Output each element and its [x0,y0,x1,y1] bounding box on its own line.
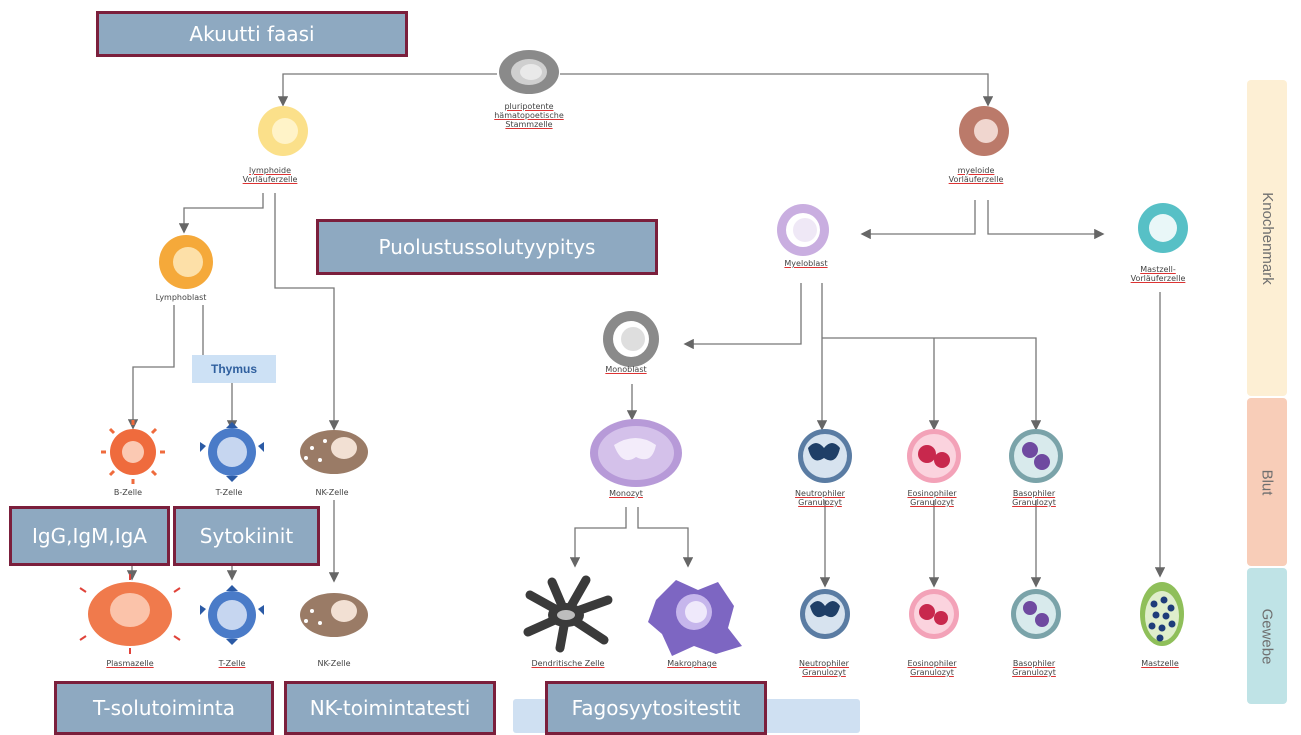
mast-cell-icon [1140,582,1184,646]
eosinophil-icon [907,429,961,483]
blut-band: Blut [1247,398,1287,566]
plasma-cell-icon [79,574,181,654]
t-solutoiminta-box: T-solutoiminta [54,681,274,735]
t-cell-tissue-icon [200,585,264,645]
t-cell-label: T-Zelle [215,488,243,497]
ig-box: IgG,IgM,IgA [9,506,170,566]
myeloblast-icon [777,204,829,256]
stem-cell-label: pluripotente hämatopoetische Stammzelle [494,102,564,129]
blut-label: Blut [1258,469,1276,495]
mast-precursor-icon [1138,203,1188,253]
neutrophil-label: Neutrophiler Granulozyt [795,489,845,507]
basophil-tissue-label: Basophiler Granulozyt [1012,659,1056,677]
basophil-icon [1009,429,1063,483]
macrophage-label: Makrophage [667,659,717,668]
nk-cell-icon [300,430,368,474]
knochenmark-band: Knochenmark [1247,80,1287,396]
neutrophil-tissue-label: Neutrophiler Granulozyt [799,659,849,677]
myeloblast-label: Myeloblast [784,259,828,268]
dendritic-cell-icon [523,575,613,653]
puolustussolutyypitys-box: Puolustussolutyypitys [316,219,658,275]
b-cell-label: B-Zelle [113,488,143,497]
eosinophil-label: Eosinophiler Granulozyt [907,489,957,507]
eosinophil-tissue-label: Eosinophiler Granulozyt [907,659,957,677]
b-cell-icon [101,420,165,484]
nk-cell-label: NK-Zelle [315,488,349,497]
lymphoid-progenitor-icon [258,106,308,156]
fagosytoositestit-box: Fagosyytositestit [545,681,767,735]
basophil-tissue-icon [1011,589,1061,639]
nk-cell-tissue-label: NK-Zelle [317,659,351,668]
thymus-label: Thymus [192,355,276,383]
dendritic-cell-label: Dendritische Zelle [531,659,605,668]
myeloid-progenitor-icon [959,106,1009,156]
connector-lines [126,73,1166,588]
monoblast-icon [603,311,659,367]
basophil-label: Basophiler Granulozyt [1012,489,1056,507]
sytokiinit-box: Sytokiinit [173,506,320,566]
eosinophil-tissue-icon [909,589,959,639]
monoblast-label: Monoblast [605,365,647,374]
mast-cell-label: Mastzelle [1141,659,1179,668]
t-cell-icon [200,422,264,482]
monocyte-icon [590,419,682,487]
gewebe-label: Gewebe [1258,608,1276,664]
gewebe-band: Gewebe [1247,568,1287,704]
lymphoblast-label: Lymphoblast [155,293,207,302]
monocyte-label: Monozyt [609,489,643,498]
t-cell-tissue-label: T-Zelle [218,659,246,668]
akuutti-faasi-box: Akuutti faasi [96,11,408,57]
neutrophil-tissue-icon [800,589,850,639]
knochenmark-label: Knochenmark [1258,191,1276,285]
mast-precursor-label: Mastzell-Vorläuferzelle [1130,265,1186,283]
macrophage-icon [648,580,742,656]
neutrophil-icon [798,429,852,483]
nk-cell-tissue-icon [300,593,368,637]
lymphoblast-icon [159,235,213,289]
stem-cell-icon [499,50,559,94]
plasma-cell-label: Plasmazelle [106,659,154,668]
myeloid-label: myeloide Vorläuferzelle [948,166,1004,184]
lymphoid-label: lymphoide Vorläuferzelle [242,166,298,184]
nk-toimintatesti-box: NK-toimintatesti [284,681,496,735]
